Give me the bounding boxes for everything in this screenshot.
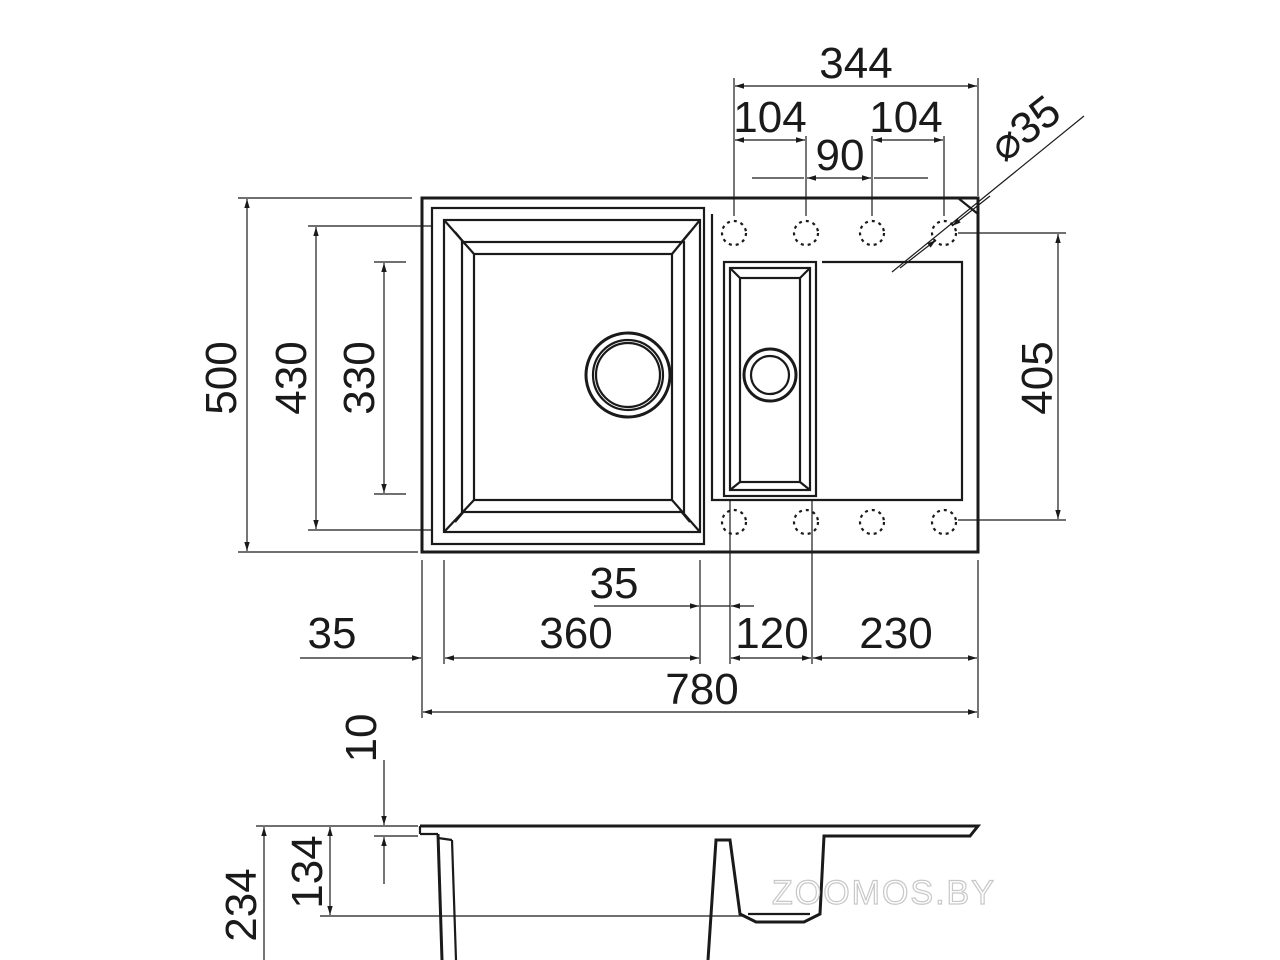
sink-outline	[420, 196, 980, 554]
depth-dimensions	[238, 197, 432, 553]
dim-tap-hole-center-gap: 90	[816, 131, 865, 180]
dim-bowl-depth-outer: 430	[267, 341, 316, 414]
watermark: ZOOMOS.BY	[772, 874, 996, 912]
dim-bowl-gap: 35	[590, 559, 639, 608]
dim-main-bowl-width: 360	[539, 609, 612, 658]
dim-overall-depth: 500	[197, 341, 246, 414]
tap-holes	[720, 219, 958, 536]
dim-left-margin: 35	[308, 609, 357, 658]
dim-small-bowl-height: 134	[283, 835, 332, 908]
dim-tap-hole-diameter: ⌀35	[980, 86, 1070, 171]
main-bowl	[430, 206, 706, 546]
drainer-area	[710, 214, 964, 502]
small-bowl	[722, 260, 818, 498]
dim-overall-width: 780	[665, 665, 738, 714]
tap-hole-dimensions	[733, 78, 1085, 273]
small-drain	[742, 347, 798, 403]
dim-tap-hole-offset-right: 104	[869, 93, 942, 142]
dim-drainer-width: 230	[859, 609, 932, 658]
width-dimensions	[300, 500, 979, 718]
dim-main-bowl-height: 234	[217, 868, 266, 941]
sink-section-view	[418, 824, 982, 960]
dim-bowl-depth-inner: 330	[335, 341, 384, 414]
height-dimensions	[256, 760, 742, 960]
dim-tap-hole-offset-left: 104	[733, 93, 806, 142]
drainer-depth-dimension	[958, 232, 1066, 521]
main-drain	[584, 331, 672, 419]
dim-tap-hole-span: 344	[819, 39, 892, 88]
dim-small-bowl-width: 120	[735, 609, 808, 658]
dim-drainer-depth: 405	[1013, 341, 1062, 414]
dim-rim-thickness: 10	[337, 714, 386, 763]
sink-plan-view	[420, 196, 980, 554]
